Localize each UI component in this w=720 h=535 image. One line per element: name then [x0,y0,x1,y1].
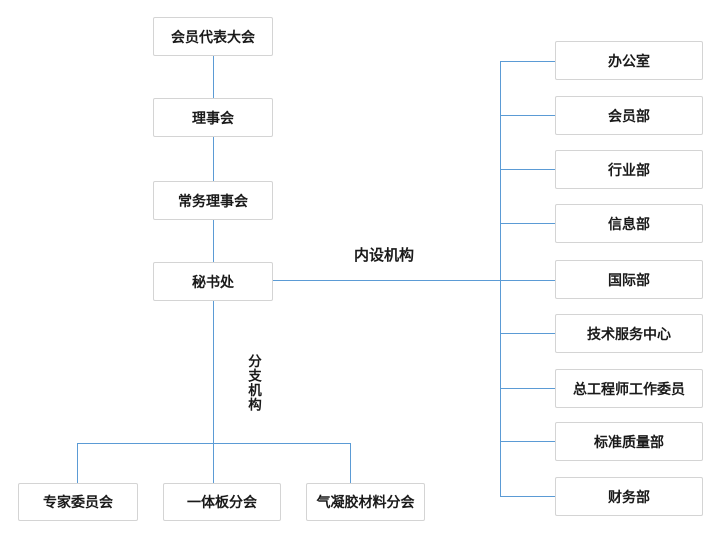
internal-organs-label: 内设机构 [354,247,415,264]
connector-chain-2 [213,137,214,181]
connector-dept-stub-4 [500,280,555,281]
connector-chain-down [213,301,214,443]
branch-organs-label: 分支机构 [246,354,261,412]
org-node-council: 理事会 [153,98,273,137]
org-node-aerogel-materials-branch: 气凝胶材料分会 [306,483,425,521]
org-node-standards-quality-dept: 标准质量部 [555,422,703,461]
connector-dept-stub-3 [500,223,555,224]
connector-dept-stub-2 [500,169,555,170]
connector-dept-stub-7 [500,441,555,442]
connector-branch-drop-2 [350,443,351,483]
org-node-secretariat: 秘书处 [153,262,273,301]
connector-dept-stub-5 [500,333,555,334]
org-node-finance-dept: 财务部 [555,477,703,516]
connector-dept-stub-0 [500,61,555,62]
connector-internal-main [273,280,555,281]
org-node-tech-service-center: 技术服务中心 [555,314,703,353]
org-node-industry-dept: 行业部 [555,150,703,189]
connector-chain-1 [213,56,214,98]
org-node-expert-committee: 专家委员会 [18,483,138,521]
org-node-chief-engineer-committee: 总工程师工作委员 [555,369,703,408]
connector-branch-drop-1 [213,443,214,483]
connector-branch-cross [77,443,351,444]
connector-internal-trunk [500,61,501,497]
org-node-standing-council: 常务理事会 [153,181,273,220]
org-node-international-dept: 国际部 [555,260,703,299]
org-node-integrated-panel-branch: 一体板分会 [163,483,281,521]
org-node-office: 办公室 [555,41,703,80]
connector-dept-stub-1 [500,115,555,116]
org-node-membership-dept: 会员部 [555,96,703,135]
org-node-member-assembly: 会员代表大会 [153,17,273,56]
connector-chain-3 [213,219,214,262]
connector-dept-stub-8 [500,496,555,497]
org-node-information-dept: 信息部 [555,204,703,243]
connector-branch-drop-0 [77,443,78,483]
connector-dept-stub-6 [500,388,555,389]
